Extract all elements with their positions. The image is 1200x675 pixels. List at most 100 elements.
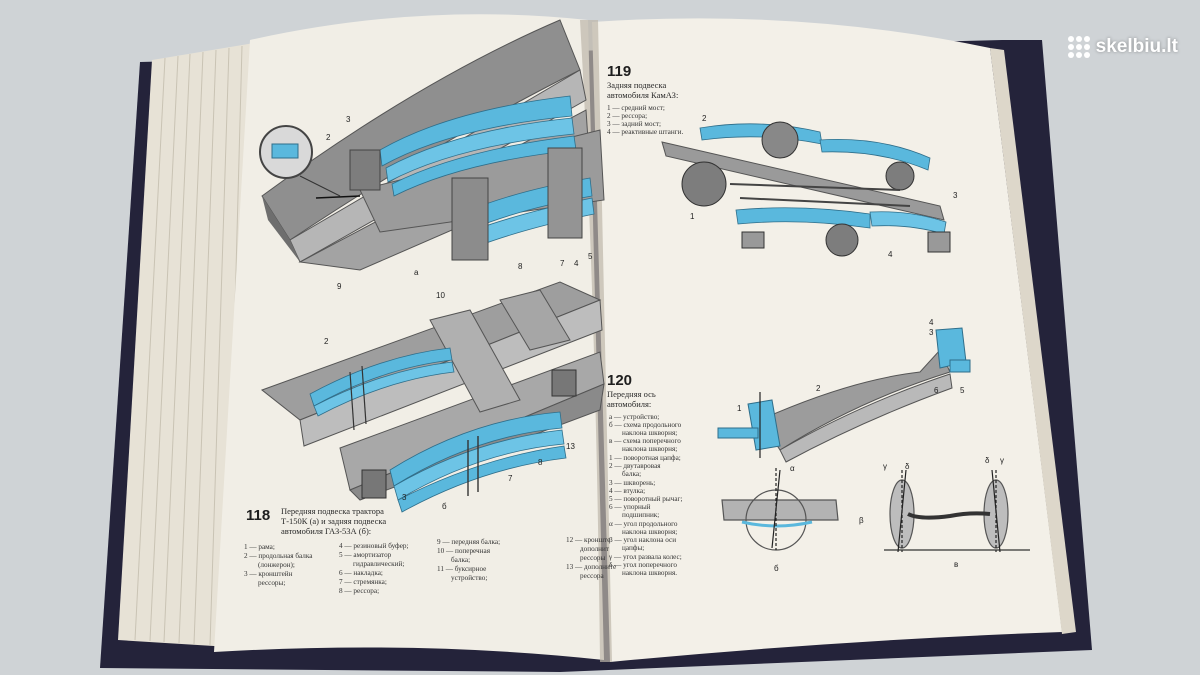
part-number: 2 [816, 384, 821, 393]
part-number: 4 [888, 250, 893, 259]
legend-item: а — устройство; [609, 413, 660, 421]
figure-120-caption-line: Передняя ось [607, 389, 656, 399]
part-number: 1 [690, 212, 695, 221]
part-number: 6 [934, 386, 939, 395]
figure-118-caption-line: Передняя подвеска трактора [281, 506, 384, 516]
legend-item: 3 — кронштейн [244, 570, 293, 578]
legend-item: 8 — рессора; [339, 587, 380, 595]
legend-item: (лонжерон); [258, 561, 295, 569]
figure-118a-frame [259, 19, 605, 271]
legend-item: 2 — продольная балка [244, 552, 313, 560]
figure-number-120: 120 [607, 372, 633, 389]
part-number: 3 [402, 493, 407, 502]
legend-item: 7 — стремянка; [339, 578, 387, 586]
part-number: 5 [588, 252, 593, 261]
part-number: 4 [929, 318, 934, 327]
watermark: skelbiu.lt [1067, 36, 1178, 58]
figure-119-caption-line: Задняя подвеска [607, 80, 667, 90]
part-number: 2 [324, 337, 329, 346]
legend-item: подшипник; [622, 511, 660, 519]
legend-item: β — угол наклона оси [609, 536, 677, 544]
figure-number-119: 119 [607, 63, 632, 80]
legend-item: 5 — амортизатор [339, 551, 392, 559]
legend-item: гидравлический; [353, 560, 405, 568]
part-number: 7 [560, 259, 565, 268]
legend-item: 11 — буксирное [437, 565, 487, 573]
figure-120-caption-line: автомобиля: [607, 399, 652, 409]
legend-item: 1 — средний мост; [607, 104, 665, 112]
legend-item: 9 — передняя балка; [437, 538, 501, 546]
legend-item: 2 — рессора; [607, 112, 648, 120]
angle-label: β [859, 516, 864, 525]
part-number: 4 [574, 259, 579, 268]
legend-item: балка; [451, 556, 471, 564]
part-number: 5 [960, 386, 965, 395]
part-number: 9 [337, 282, 342, 291]
legend-item: 6 — упорный [609, 503, 651, 511]
figure-120c-scheme [884, 469, 1030, 553]
legend-item: 3 — задний мост; [607, 120, 662, 128]
legend-item: рессоры [580, 554, 606, 562]
subfigure-label-b: б [442, 502, 447, 511]
legend-item: γ — угол развала колес; [609, 553, 682, 561]
figure-118-caption-line: Т-150К (а) и задняя подвеска [281, 516, 387, 526]
figure-119-suspension [661, 121, 951, 257]
dots-grid-icon [1067, 36, 1090, 58]
legend-item: 3 — шкворень; [609, 479, 656, 487]
figure-119-caption-line: автомобиля КамАЗ: [607, 90, 679, 100]
part-number: 1 [737, 404, 742, 413]
part-number: 8 [518, 262, 523, 271]
legend-item: дополнит [580, 545, 610, 553]
part-number: 10 [436, 291, 445, 300]
subfigure-label-a: а [414, 268, 419, 277]
legend-item: α — угол продольного [609, 520, 678, 528]
legend-item: наклона шкворня; [622, 445, 678, 453]
angle-label: γ [883, 462, 887, 471]
legend-item: 10 — поперечная [437, 547, 491, 555]
legend-item: 4 — резиновый буфер; [339, 542, 409, 550]
subfigure-label-v: в [954, 560, 959, 569]
legend-item: 12 — кронште [566, 536, 611, 544]
figure-118-caption-line: автомобиля ГАЗ-53А (б): [281, 526, 372, 536]
angle-label: α [790, 464, 795, 473]
part-number: 3 [953, 191, 958, 200]
legend-item: 4 — реактивные штанги. [607, 128, 684, 136]
angle-label: γ [1000, 456, 1004, 465]
angle-label: δ [905, 462, 910, 471]
part-number: 8 [538, 458, 543, 467]
legend-item: наклона шкворня; [622, 429, 678, 437]
part-number: 3 [929, 328, 934, 337]
part-number: 2 [702, 114, 707, 123]
legend-item: 1 — поворотная цапфа; [609, 454, 681, 462]
legend-item: 4 — втулка; [609, 487, 646, 495]
part-number: 13 [566, 442, 575, 451]
legend-item: 2 — двутавровая [609, 462, 661, 470]
legend-item: 6 — накладка; [339, 569, 383, 577]
angle-label: δ [985, 456, 990, 465]
figure-118b-frame [260, 281, 605, 513]
legend-item: 5 — поворотный рычаг; [609, 495, 683, 503]
subfigure-label-b: б [774, 564, 779, 573]
part-number: 7 [508, 474, 513, 483]
part-number: 3 [346, 115, 351, 124]
legend-item: рессоры; [258, 579, 286, 587]
legend-item: наклона шкворня. [622, 569, 678, 577]
legend-item: наклона шкворня; [622, 528, 678, 536]
figure-number-118: 118 [246, 507, 271, 524]
legend-item: δ — угол поперечного [609, 561, 677, 569]
legend-item: устройство; [451, 574, 488, 582]
figure-120b-scheme [721, 468, 839, 551]
legend-item: балка; [622, 470, 642, 478]
figure-120a-axle [717, 327, 971, 463]
part-number: 2 [326, 133, 331, 142]
right-page-edge [990, 48, 1076, 634]
legend-item: в — схема поперечного [609, 437, 681, 445]
legend-item: цапфы; [622, 544, 645, 552]
legend-item: 1 — рама; [244, 543, 275, 551]
legend-item: 13 — дополните [566, 563, 617, 571]
watermark-text: skelbiu.lt [1095, 36, 1178, 57]
legend-item: рессора [580, 572, 604, 580]
legend-item: б — схема продольного [609, 421, 682, 429]
